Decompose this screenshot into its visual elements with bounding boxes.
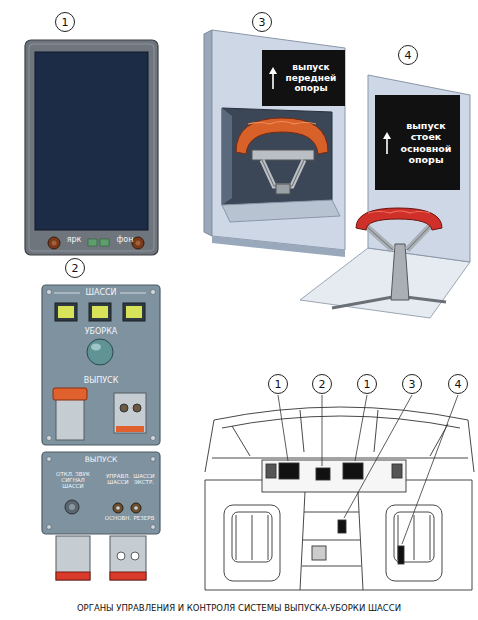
callout-number: 2 [319, 379, 326, 390]
callout-circle: 1 [357, 374, 377, 394]
panel: ШАССИ УБОРКА ВЫПУСК [42, 285, 160, 445]
arrow-symbol [268, 67, 278, 89]
panel-label: РЕЗЕРВ [128, 515, 160, 521]
panel-label: фон [111, 236, 139, 245]
callout-number: 3 [409, 379, 416, 390]
placard-text: выпуск передней опоры [280, 62, 342, 94]
callout-number: 3 [259, 17, 266, 28]
panel-label: ОТКЛ. ЗВУК СИГНАЛ ШАССИ [50, 471, 96, 489]
panel-label: ВЫПУСК [66, 377, 136, 386]
callout-number: 1 [275, 379, 282, 390]
panel-label: ОСНОВН. [102, 515, 134, 521]
callout-number: 2 [72, 263, 79, 274]
callout-circle: 2 [312, 374, 332, 394]
cockpit-drawing [205, 395, 474, 590]
arrow-symbol [382, 132, 392, 154]
panel-label: УБОРКА [66, 328, 136, 337]
gear-panel [42, 285, 160, 445]
panel-label: УПРАВЛ. ШАССИ [102, 473, 134, 485]
callout-circle: 4 [398, 45, 418, 65]
placard: выпуск передней опоры [262, 50, 345, 106]
panel: ярк фон [25, 40, 158, 255]
main-gear-lever [300, 75, 470, 318]
display-unit [25, 40, 158, 255]
panel-label: ярк [61, 236, 87, 245]
panel-label: ШАССИ [72, 289, 130, 298]
callout-circle: 1 [268, 374, 288, 394]
panel-label: ВЫПУСК [66, 456, 136, 464]
callout-circle: 3 [252, 12, 272, 32]
placard-text: выпуск стоек основной опоры [395, 120, 457, 166]
callout-circle: 1 [55, 12, 75, 32]
gear-panel-lower [42, 452, 160, 580]
callout-number: 1 [364, 379, 371, 390]
panel-label: ШАССИ ЭКСТР. [128, 473, 160, 485]
callout-circle: 4 [448, 374, 468, 394]
callout-circle: 2 [65, 258, 85, 278]
callout-circle: 3 [402, 374, 422, 394]
callout-number: 1 [62, 17, 69, 28]
callout-number: 4 [405, 50, 412, 61]
caption: ОРГАНЫ УПРАВЛЕНИЯ И КОНТРОЛЯ СИСТЕМЫ ВЫП… [0, 603, 478, 613]
callout-number: 4 [455, 379, 462, 390]
placard: выпуск стоек основной опоры [375, 95, 460, 190]
panel: ВЫПУСК ОТКЛ. ЗВУК СИГНАЛ ШАССИ УПРАВЛ. ШАС… [42, 452, 160, 534]
nose-gear-lever [204, 30, 345, 257]
